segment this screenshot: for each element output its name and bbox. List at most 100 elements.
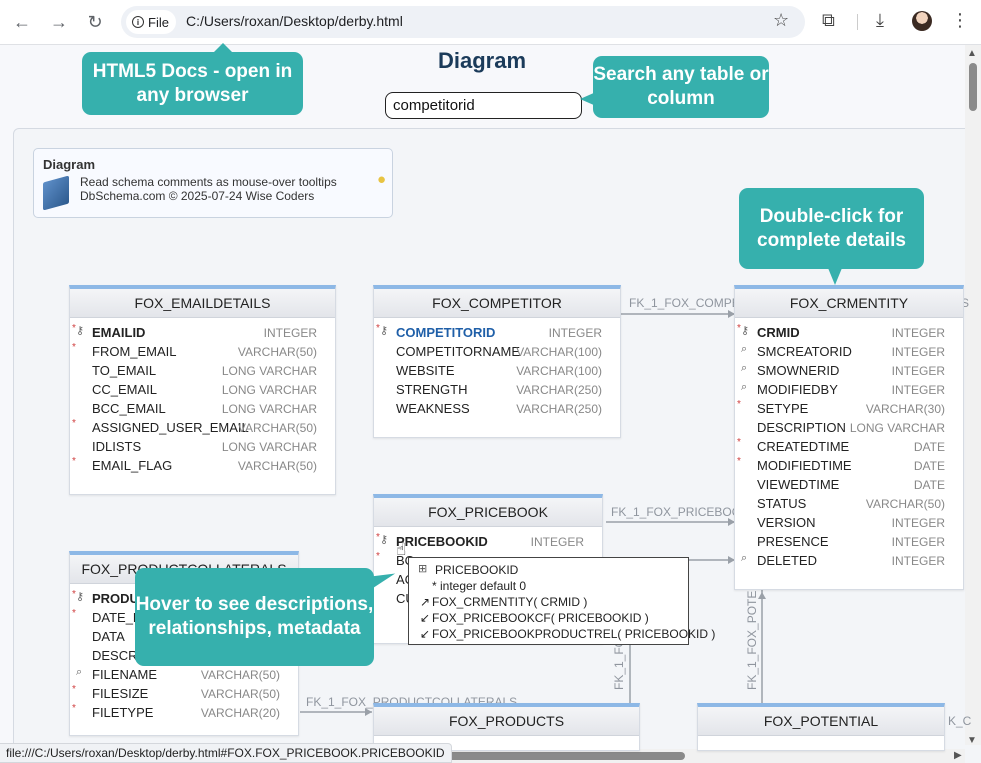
fk-label-fc[interactable]: FK_1_FO — [612, 637, 626, 690]
table-header[interactable]: FOX_PRODUCTS — [374, 707, 639, 736]
column-name[interactable]: EMAIL_FLAG — [92, 458, 173, 473]
column-name[interactable]: MODIFIEDBY — [757, 382, 838, 397]
column-name[interactable]: FROM_EMAIL — [92, 344, 177, 359]
column-name[interactable]: PRICEBOOKID — [396, 534, 488, 549]
column-name[interactable]: SMOWNERID — [757, 363, 840, 378]
column-row[interactable]: *⚷PRODU — [70, 589, 298, 608]
download-icon[interactable]: ⤓ — [876, 10, 884, 30]
table-header[interactable]: FOX_EMAILDETAILS — [70, 289, 335, 318]
profile-avatar[interactable] — [912, 11, 932, 31]
scroll-up-icon[interactable]: ▲ — [967, 48, 977, 59]
column-name[interactable]: CREATEDTIME — [757, 439, 850, 454]
lightbulb-icon[interactable]: ● — [377, 171, 387, 188]
column-name[interactable]: DESCRIPTION — [757, 420, 846, 435]
column-name[interactable]: WEBSITE — [396, 363, 455, 378]
column-name[interactable]: COMPETITORNAME — [396, 344, 520, 359]
scroll-down-icon[interactable]: ▼ — [967, 735, 977, 746]
fk-label-pricebook[interactable]: FK_1_FOX_PRICEBOO — [611, 505, 742, 519]
reload-icon[interactable]: ↻ — [87, 11, 103, 32]
column-name[interactable]: EMAILID — [92, 325, 146, 340]
column-name[interactable]: DATA — [92, 629, 125, 644]
search-input[interactable]: competitorid — [385, 92, 582, 119]
column-name[interactable]: FILESIZE — [92, 686, 149, 701]
forward-icon[interactable]: → — [50, 11, 68, 32]
column-name[interactable]: TO_EMAIL — [92, 363, 157, 378]
extensions-icon[interactable]: ⧉ — [822, 10, 835, 30]
vertical-scrollbar[interactable] — [965, 45, 981, 745]
address-bar[interactable] — [121, 6, 805, 38]
column-row[interactable]: DESCRI — [70, 646, 298, 665]
column-name[interactable]: STRENGTH — [396, 382, 468, 397]
column-name[interactable]: SMCREATORID — [757, 344, 852, 359]
scroll-right-icon[interactable]: ▶ — [954, 750, 962, 761]
column-name[interactable]: IDLISTS — [92, 439, 142, 454]
column-name[interactable]: DESCRI — [92, 648, 142, 663]
menu-kebab-icon[interactable]: ⋮ — [951, 10, 969, 30]
column-name[interactable]: BCC_EMAIL — [92, 401, 166, 416]
column-name[interactable]: PRODU — [92, 591, 139, 606]
column-name[interactable]: STATUS — [757, 496, 807, 511]
fk-label-potential[interactable]: FK_1_FOX_POTEN — [745, 581, 759, 690]
column-name[interactable]: PRESENCE — [757, 534, 829, 549]
column-row[interactable]: *DATE_E — [70, 608, 298, 627]
column-name[interactable]: VERSION — [757, 515, 816, 530]
column-name[interactable]: ASSIGNED_USER_EMAIL — [92, 420, 249, 435]
column-name[interactable]: DATE_E — [92, 610, 142, 625]
horizontal-scroll-thumb[interactable] — [430, 752, 685, 760]
column-row[interactable]: DATA — [70, 627, 298, 646]
bookmark-star-icon[interactable]: ☆ — [773, 10, 790, 30]
table-header[interactable]: FOX_PRICEBOOK — [374, 498, 602, 527]
back-icon[interactable]: ← — [13, 11, 31, 32]
fk-label-right-edge[interactable]: K_C — [948, 714, 972, 728]
fk-label-competitor[interactable]: FK_1_FOX_COMPE — [629, 296, 740, 310]
column-name[interactable]: CRMID — [757, 325, 800, 340]
column-name[interactable]: MODIFIEDTIME — [757, 458, 852, 473]
vertical-scroll-thumb[interactable] — [969, 63, 977, 111]
column-name[interactable]: FILENAME — [92, 667, 158, 682]
column-name[interactable]: COMPETITORID — [396, 325, 496, 340]
fk-label-crm-right[interactable]: S — [961, 296, 970, 310]
column-name[interactable]: DELETED — [757, 553, 817, 568]
column-name[interactable]: FILETYPE — [92, 705, 154, 720]
column-name[interactable]: VIEWEDTIME — [757, 477, 840, 492]
table-header[interactable]: FOX_COMPETITOR — [374, 289, 620, 318]
column-name[interactable]: CC_EMAIL — [92, 382, 158, 397]
table-header[interactable]: FOX_POTENTIAL — [698, 707, 944, 736]
column-name[interactable]: WEAKNESS — [396, 401, 470, 416]
url-text[interactable]: C:/Users/roxan/Desktop/derby.html — [186, 13, 403, 29]
